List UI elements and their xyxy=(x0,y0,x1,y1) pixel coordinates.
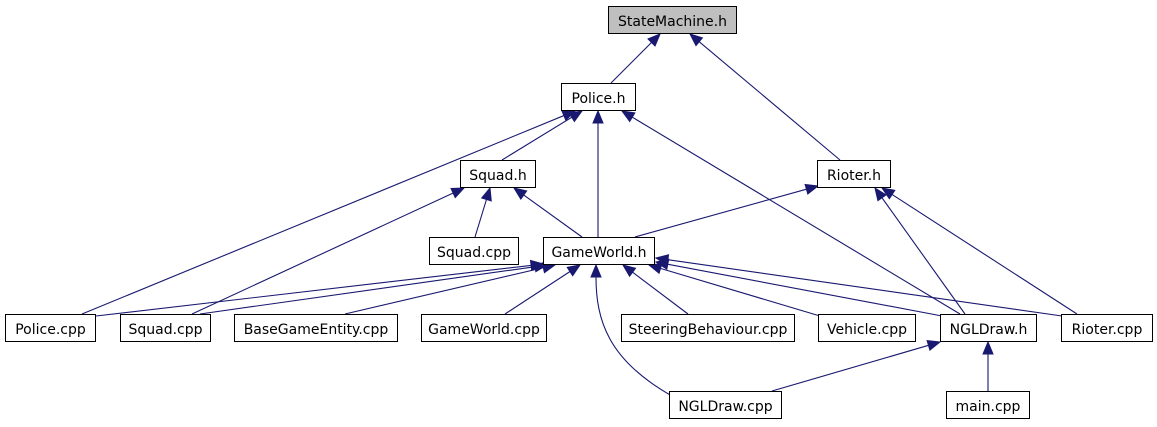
edge-gameworld_h-to-squad_h xyxy=(522,193,583,238)
edge-police_h-to-statemachine_h xyxy=(610,41,653,84)
arrowhead-gameworld_h-to-squad_h xyxy=(512,187,528,200)
edge-rioter_cpp-to-gameworld_h xyxy=(666,259,1063,317)
edge-ngldraw_cpp-to-ngldraw_h xyxy=(771,344,930,392)
arrowhead-squad_cpp2-to-squad_h xyxy=(450,187,466,199)
edge-rioter_h-to-statemachine_h xyxy=(698,40,841,161)
node-steeringbehaviour-cpp[interactable]: SteeringBehaviour.cpp xyxy=(621,314,795,342)
edge-ngldraw_h-to-police_h xyxy=(631,116,961,315)
node-police-cpp[interactable]: Police.cpp xyxy=(5,314,96,342)
edge-ngldraw_h-to-rioter_h xyxy=(880,196,966,315)
arrowhead-vehicle_cpp-to-gameworld_h xyxy=(647,263,663,275)
node-rioter-h[interactable]: Rioter.h xyxy=(817,160,891,188)
edge-police_cpp-to-police_h xyxy=(81,114,566,315)
arrowhead-gameworld_h-to-rioter_h xyxy=(804,183,820,195)
edge-squad_cpp-to-squad_h xyxy=(474,198,488,238)
edge-basegameentity_cpp-to-gameworld_h xyxy=(344,266,545,315)
node-squad-h[interactable]: Squad.h xyxy=(460,160,536,188)
arrowhead-police_h-to-statemachine_h xyxy=(647,33,661,47)
node-gameworld-h[interactable]: GameWorld.h xyxy=(543,237,655,265)
edge-ngldraw_h-to-gameworld_h xyxy=(666,263,943,317)
node-ngldraw-h[interactable]: NGLDraw.h xyxy=(940,314,1037,342)
edge-police_cpp-to-gameworld_h xyxy=(95,264,533,317)
arrowhead-ngldraw_h-to-rioter_h xyxy=(874,186,887,202)
arrowhead-ngldraw_h-to-police_h xyxy=(620,110,636,123)
edge-gameworld_h-to-rioter_h xyxy=(634,188,808,238)
node-police-h[interactable]: Police.h xyxy=(561,83,636,111)
node-basegameentity-cpp[interactable]: BaseGameEntity.cpp xyxy=(234,314,398,342)
node-statemachine-h: StateMachine.h xyxy=(608,6,737,34)
arrowhead-rioter_cpp-to-rioter_h xyxy=(880,187,896,200)
edge-squad_h-to-police_h xyxy=(501,116,573,161)
arrowhead-steeringbehaviour_cpp-to-gameworld_h xyxy=(621,264,637,278)
arrowhead-main_cpp-to-ngldraw_h xyxy=(982,340,994,355)
arrowhead-ngldraw_cpp-to-gameworld_h xyxy=(590,263,602,278)
node-main-cpp[interactable]: main.cpp xyxy=(946,391,1030,419)
node-vehicle-cpp[interactable]: Vehicle.cpp xyxy=(818,314,916,342)
edge-ngldraw_cpp-to-gameworld_h xyxy=(595,276,673,397)
node-gameworld-cpp[interactable]: GameWorld.cpp xyxy=(421,314,547,342)
node-ngldraw-cpp[interactable]: NGLDraw.cpp xyxy=(669,391,782,419)
edge-gameworld_cpp-to-gameworld_h xyxy=(504,270,572,315)
node-squad-cpp[interactable]: Squad.cpp xyxy=(429,237,519,265)
arrowhead-rioter_h-to-statemachine_h xyxy=(689,33,704,47)
arrowhead-squad_cpp-to-squad_h xyxy=(480,186,492,202)
arrowhead-gameworld_cpp-to-gameworld_h xyxy=(566,264,582,277)
arrowhead-ngldraw_cpp-to-ngldraw_h xyxy=(926,339,942,352)
node-squad-cpp-2[interactable]: Squad.cpp xyxy=(120,314,211,342)
edge-squad_cpp2-to-squad_h xyxy=(191,192,455,315)
edge-steeringbehaviour_cpp-to-gameworld_h xyxy=(631,271,689,315)
node-rioter-cpp[interactable]: Rioter.cpp xyxy=(1061,314,1153,342)
arrowhead-gameworld_h-to-police_h xyxy=(592,109,604,124)
edge-rioter_cpp-to-rioter_h xyxy=(890,193,1078,315)
edge-vehicle_cpp-to-gameworld_h xyxy=(659,267,821,317)
edge-squad_cpp2-to-gameworld_h xyxy=(199,265,537,315)
arrowhead-rioter_cpp-to-gameworld_h xyxy=(654,254,670,266)
